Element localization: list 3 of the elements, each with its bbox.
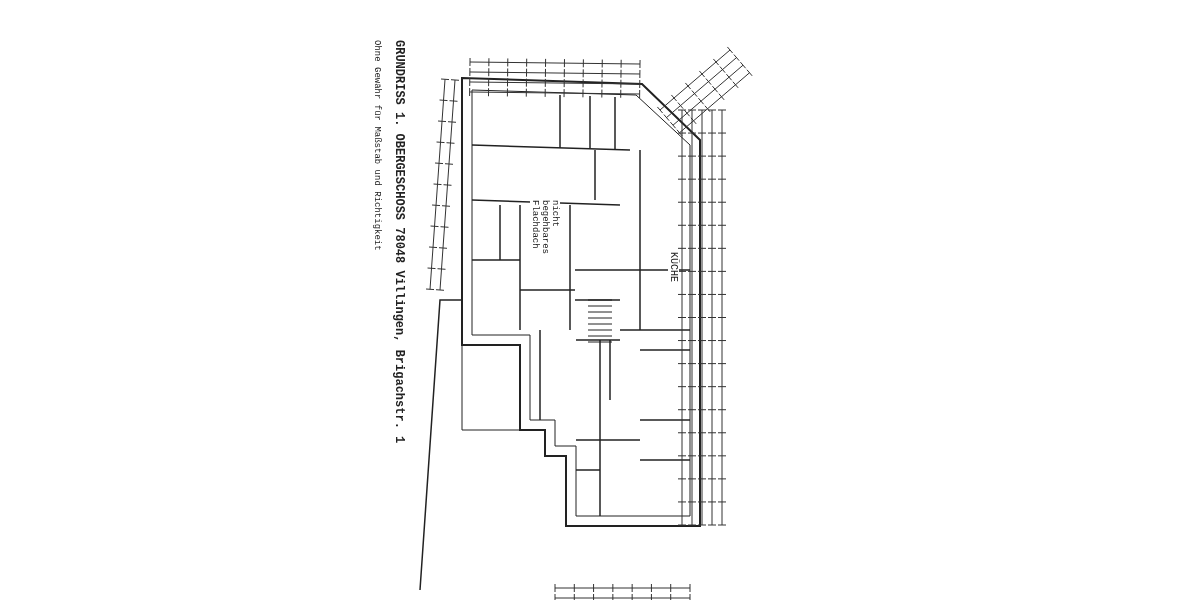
- room-label: KÜCHE: [668, 252, 679, 282]
- plan-title: GRUNDRISS 1. OBERGESCHOSS 78048 Villingen, Brigachstr. 1: [392, 40, 406, 444]
- plan-note: Ohne Gewähr für Maßstab und Richtigkeit: [372, 40, 382, 251]
